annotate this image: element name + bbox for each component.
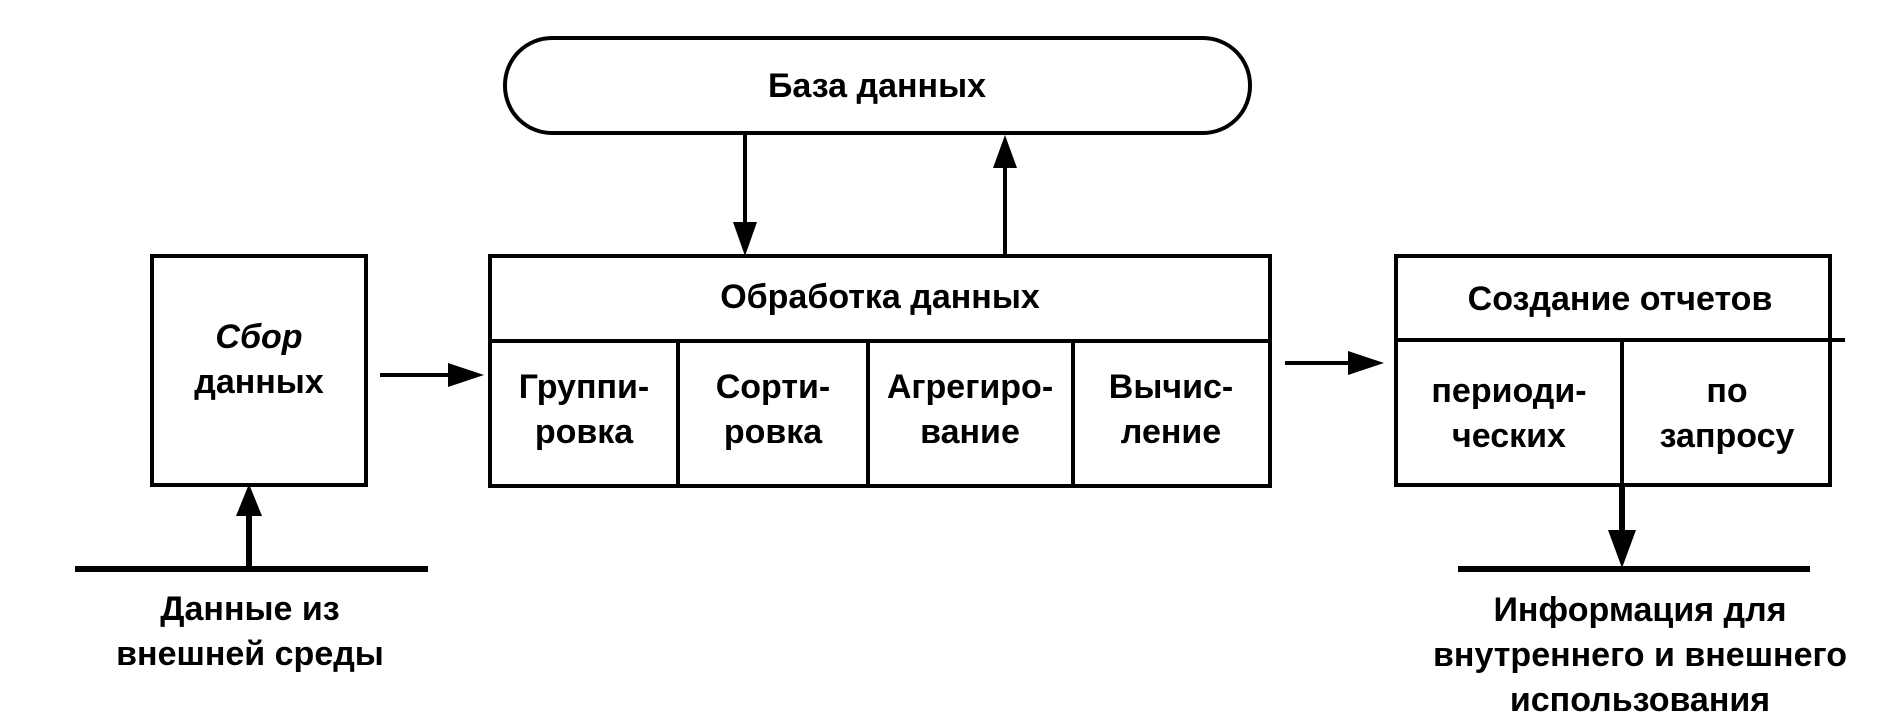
data-processing-title: Обработка данных: [720, 278, 1040, 316]
database-node: [503, 36, 1252, 135]
report-type-on-request-line1: по: [1706, 372, 1747, 410]
arrow-processing-to-reports: [1285, 351, 1384, 375]
output-label-line1: Информация для: [1493, 591, 1786, 629]
report-type-periodic-line1: периоди-: [1431, 372, 1586, 410]
report-type-on-request-line2: запросу: [1660, 417, 1795, 455]
processing-step-calculation-line1: Вычис-: [1109, 368, 1233, 406]
output-label-line2: внутреннего и внешнего: [1433, 636, 1847, 674]
data-collection-node: [150, 254, 368, 487]
report-creation-title: Создание отчетов: [1468, 280, 1773, 318]
processing-step-grouping-line2: ровка: [535, 413, 634, 451]
arrow-reports-to-output: [1608, 485, 1636, 568]
output-label-line3: использования: [1510, 681, 1770, 719]
processing-step-sorting-line2: ровка: [724, 413, 823, 451]
arrow-database-to-processing: [733, 133, 757, 256]
arrow-processing-to-database: [993, 135, 1017, 256]
data-processing-node: [488, 254, 1272, 488]
data-collection-label-line2: данных: [194, 363, 324, 401]
external-input-label-line1: Данные из: [160, 590, 339, 628]
external-input-label-line2: внешней среды: [116, 635, 384, 673]
processing-step-aggregation-line2: вание: [920, 413, 1020, 451]
data-collection-label-line1: Сбор: [215, 318, 302, 356]
report-type-periodic-line2: ческих: [1452, 417, 1566, 455]
database-label: База данных: [768, 67, 986, 105]
processing-step-sorting-line1: Сорти-: [716, 368, 831, 406]
report-creation-node: [1394, 254, 1832, 487]
processing-step-aggregation-line1: Агрегиро-: [887, 368, 1053, 406]
processing-step-grouping-line1: Группи-: [519, 368, 650, 406]
processing-step-calculation-line2: ление: [1121, 413, 1221, 451]
arrow-external-to-collection: [236, 484, 262, 566]
arrow-collection-to-processing: [380, 363, 484, 387]
